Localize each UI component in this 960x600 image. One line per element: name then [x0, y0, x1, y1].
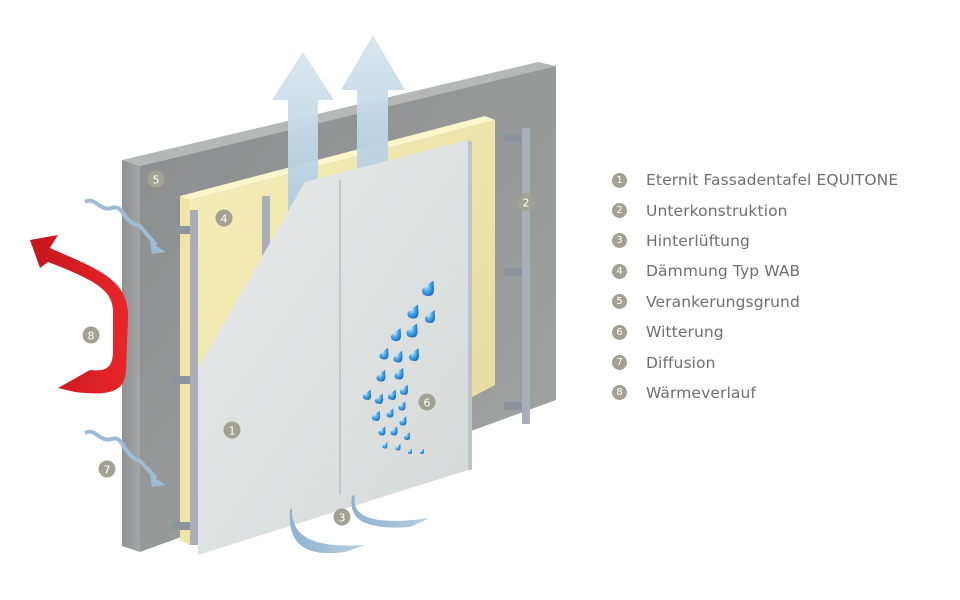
ventilation-arrows-bottom	[289, 495, 430, 554]
legend-label: Hinterlüftung	[646, 231, 750, 250]
legend: 1 Eternit Fassadentafel EQUITONE 2 Unter…	[612, 165, 898, 408]
water-drop	[422, 280, 434, 296]
water-drop	[391, 328, 401, 341]
marker-2	[517, 193, 535, 211]
legend-badge: 7	[612, 355, 627, 371]
facade-panel	[198, 140, 472, 555]
legend-label: Verankerungsgrund	[646, 292, 800, 311]
water-drop	[375, 393, 383, 404]
diffusion-arrowhead	[150, 475, 166, 487]
bracket	[172, 376, 190, 384]
water-drop	[393, 350, 403, 363]
marker-1	[223, 421, 241, 439]
water-drop	[399, 416, 407, 426]
water-drop	[408, 448, 412, 454]
diffusion-arrows	[83, 198, 166, 487]
rail	[522, 128, 530, 424]
diffusion-arrow	[83, 198, 158, 247]
water-drop	[406, 323, 418, 338]
marker-5-label: 5	[153, 174, 160, 187]
marker-2-label: 2	[523, 197, 530, 210]
marker-7-label: 7	[104, 464, 111, 477]
concrete-wall-side	[122, 160, 140, 552]
legend-item: 4 Dämmung Typ WAB	[612, 256, 898, 286]
legend-label: Eternit Fassadentafel EQUITONE	[646, 171, 899, 190]
water-drop	[425, 310, 435, 323]
water-drop	[372, 410, 380, 421]
water-drop	[395, 444, 401, 451]
water-drop	[390, 426, 398, 436]
marker-3	[333, 508, 351, 526]
rail	[262, 196, 270, 256]
marker-6	[418, 393, 436, 411]
water-drop	[379, 347, 389, 360]
panel-face	[198, 140, 468, 555]
water-drop	[388, 389, 396, 400]
diagram-markers: 5 4 8 1 7 6 3 2	[82, 170, 535, 526]
marker-7	[98, 460, 116, 478]
water-drop	[378, 426, 386, 436]
bracket	[172, 522, 190, 530]
legend-label: Diffusion	[646, 353, 716, 372]
water-drop	[398, 401, 406, 411]
air-flow-bottom	[351, 495, 430, 528]
legend-item: 3 Hinterlüftung	[612, 226, 898, 256]
legend-badge: 5	[612, 294, 627, 310]
marker-3-label: 3	[339, 512, 346, 525]
legend-label: Dämmung Typ WAB	[646, 262, 801, 281]
marker-6-label: 6	[424, 397, 431, 410]
bracket	[504, 134, 522, 142]
water-drop	[400, 384, 408, 395]
legend-item: 7 Diffusion	[612, 347, 898, 377]
bracket	[504, 402, 522, 410]
water-drop	[407, 304, 419, 319]
rail	[190, 210, 198, 545]
legend-label: Witterung	[646, 323, 724, 342]
air-arrow-up	[272, 52, 334, 250]
water-drop	[409, 348, 419, 361]
legend-badge: 8	[612, 385, 627, 401]
legend-badge: 3	[612, 233, 627, 249]
marker-4	[215, 209, 233, 227]
heat-ribbon	[30, 235, 129, 394]
water-drop	[420, 448, 424, 454]
legend-item: 5 Verankerungsgrund	[612, 287, 898, 317]
legend-item: 6 Witterung	[612, 317, 898, 347]
water-drop	[386, 408, 394, 418]
legend-badge: 4	[612, 263, 627, 279]
marker-5	[147, 170, 165, 188]
insulation-top	[180, 116, 495, 200]
weather-drops	[363, 280, 435, 454]
diffusion-arrow	[83, 429, 158, 480]
marker-4-label: 4	[221, 213, 228, 226]
water-drop	[394, 367, 404, 380]
marker-1-label: 1	[229, 425, 236, 438]
heat-flow-ribbon	[30, 235, 129, 394]
marker-8-label: 8	[88, 330, 95, 343]
legend-item: 1 Eternit Fassadentafel EQUITONE	[612, 165, 898, 195]
water-drop	[376, 369, 386, 382]
concrete-wall-top	[122, 62, 556, 166]
legend-badge: 1	[612, 172, 627, 188]
legend-label: Wärmeverlauf	[646, 383, 756, 402]
marker-8	[82, 326, 100, 344]
air-flow-bottom	[289, 508, 365, 554]
panel-edge	[468, 140, 472, 470]
legend-item: 8 Wärmeverlauf	[612, 378, 898, 408]
legend-badge: 2	[612, 203, 627, 219]
water-drop	[404, 432, 410, 440]
diffusion-arrowhead	[150, 242, 166, 254]
water-drop	[382, 442, 388, 449]
bracket	[504, 268, 522, 276]
bracket	[172, 226, 190, 234]
water-drop	[363, 389, 371, 400]
legend-item: 2 Unterkonstruktion	[612, 195, 898, 225]
legend-label: Unterkonstruktion	[646, 201, 788, 220]
legend-badge: 6	[612, 324, 627, 340]
insulation-side	[180, 196, 190, 545]
